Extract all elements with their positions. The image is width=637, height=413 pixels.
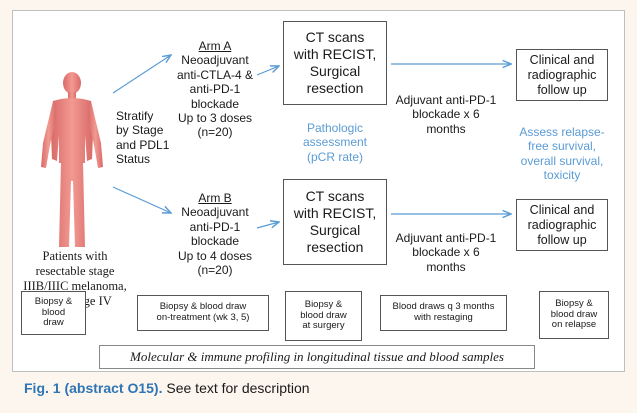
ct-scans-box-b: CT scans with RECIST, Surgical resection	[283, 179, 387, 265]
timeline-box-1: Biopsy & blood draw	[21, 291, 86, 335]
figure-panel: Patients with resectable stage IIIB/IIIC…	[12, 10, 625, 372]
figure-caption: Fig. 1 (abstract O15). See text for desc…	[24, 380, 310, 396]
pathologic-assessment: Pathologic assessment (pCR rate)	[302, 121, 368, 164]
caption-label: Fig. 1 (abstract O15).	[24, 380, 163, 396]
arrow-to-arm-b	[112, 186, 171, 213]
timeline-box-5: Biopsy & blood draw on relapse	[539, 291, 609, 339]
arrow-arm-b-to-ct	[256, 222, 279, 229]
timeline-box-4: Blood draws q 3 months with restaging	[380, 295, 507, 331]
profiling-box: Molecular & immune profiling in longitud…	[99, 345, 535, 369]
ct-scans-box-a: CT scans with RECIST, Surgical resection	[283, 21, 387, 105]
human-figure-icon	[41, 72, 103, 247]
assess-text: Assess relapse- free survival, overall s…	[519, 125, 605, 183]
flow-arrows	[112, 11, 626, 229]
arm-b-text: Arm B Neoadjuvant anti-PD-1 blockade Up …	[173, 191, 257, 277]
caption-text: See text for description	[162, 380, 310, 396]
arm-a-title: Arm A	[198, 39, 232, 53]
timeline-box-3: Biopsy & blood draw at surgery	[285, 291, 362, 341]
follow-up-box-a: Clinical and radiographic follow up	[516, 49, 608, 101]
adjuvant-text-b: Adjuvant anti-PD-1 blockade x 6 months	[395, 231, 497, 274]
profiling-text: Molecular & immune profiling in longitud…	[130, 349, 504, 364]
adjuvant-text-a: Adjuvant anti-PD-1 blockade x 6 months	[395, 93, 497, 136]
arrow-to-arm-a	[112, 55, 171, 94]
follow-up-box-b: Clinical and radiographic follow up	[516, 199, 608, 251]
stratify-text: Stratify by Stage and PDL1 Status	[116, 109, 170, 167]
arm-b-title: Arm B	[198, 191, 232, 205]
arrow-arm-a-to-ct	[256, 66, 279, 76]
timeline-box-2: Biopsy & blood draw on-treatment (wk 3, …	[137, 295, 269, 331]
arm-a-text: Arm A Neoadjuvant anti-CTLA-4 & anti-PD-…	[173, 39, 257, 140]
